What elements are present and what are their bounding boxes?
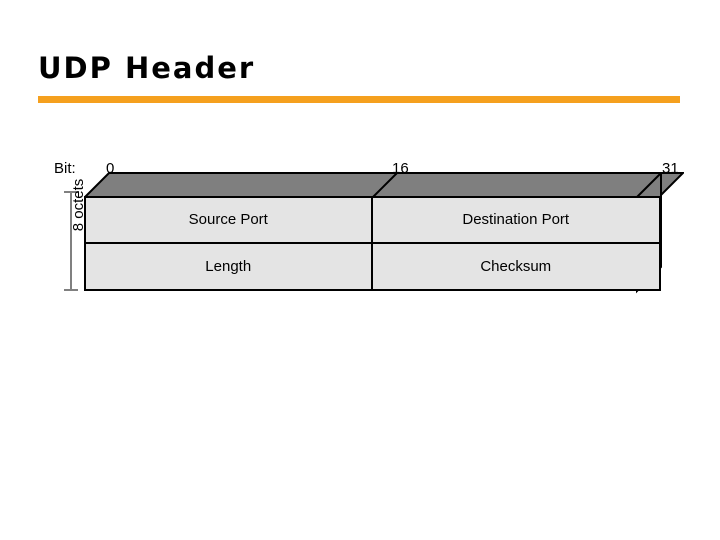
bracket-cap-bottom [64,289,78,291]
box-top-face [84,172,684,198]
field-cell-destination-port: Destination Port [372,198,659,244]
field-cell-source-port: Source Port [86,198,373,244]
bit-ruler-tick-0: 0 [106,160,115,177]
field-label: Source Port [188,211,268,229]
field-cell-length: Length [86,243,373,289]
field-label: Checksum [480,257,552,275]
box-front-face: Source Port Destination Port Length Chec… [84,196,661,291]
title-underline-rule [38,96,680,103]
octet-size-bracket [64,191,78,291]
field-label: Length [205,257,252,275]
field-cell-checksum: Checksum [372,243,659,289]
page-title: UDP Header [38,51,256,85]
bit-ruler-caption: Bit: [54,160,76,177]
bracket-stem [70,191,72,291]
header-box-3d: Source Port Destination Port Length Chec… [84,172,684,294]
field-label: Destination Port [462,211,570,229]
